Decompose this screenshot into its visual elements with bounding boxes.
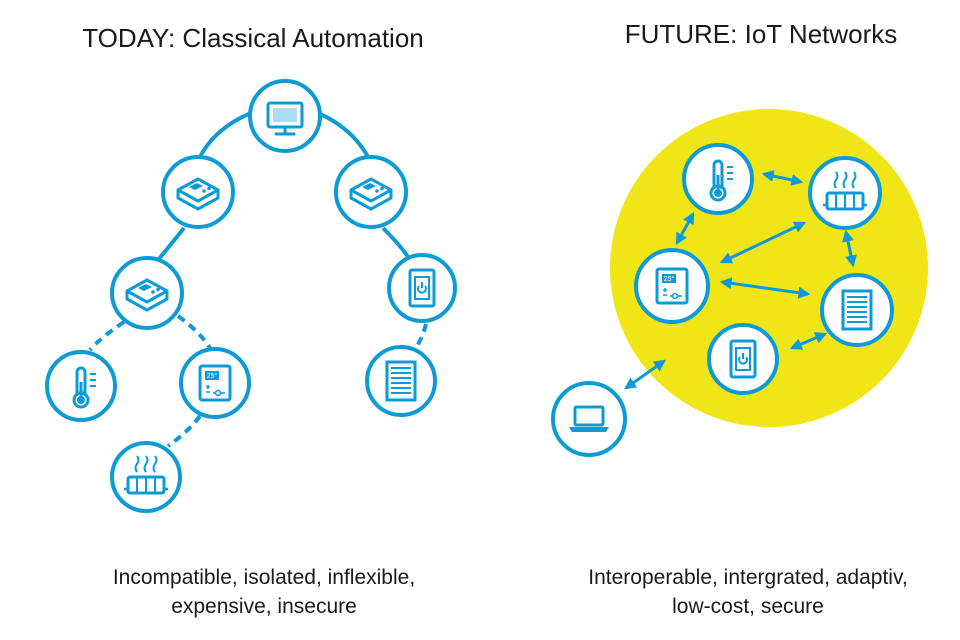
today-dashed-lower-thermometer xyxy=(88,320,126,352)
today-node-monitor xyxy=(248,79,322,153)
arrow-thermostat-blinds xyxy=(719,277,811,299)
future-diagram xyxy=(551,109,928,457)
today-dashed-switch-blinds xyxy=(412,323,428,352)
future-caption: Interoperable, intergrated, adaptiv, low… xyxy=(588,563,907,621)
arrow-thermostat-radiator xyxy=(719,221,807,264)
future-caption-line-1: Interoperable, intergrated, adaptiv, xyxy=(588,566,908,589)
today-caption-line-2: expensive, insecure xyxy=(171,595,357,618)
arrow-thermometer-thermostat xyxy=(675,211,695,246)
today-node-controller-lower xyxy=(110,256,184,330)
today-title: TODAY: Classical Automation xyxy=(82,23,424,53)
arrow-thermometer-radiator xyxy=(761,170,804,186)
today-node-thermostat xyxy=(179,347,251,419)
future-node-thermostat xyxy=(634,248,710,324)
today-dashed-lower-thermostat xyxy=(176,314,212,350)
arrow-switch-blinds xyxy=(789,332,828,350)
arrow-radiator-blinds xyxy=(842,229,857,268)
future-node-switch xyxy=(707,323,779,395)
arrow-laptop-network xyxy=(624,359,666,390)
future-node-thermometer xyxy=(682,143,754,215)
today-caption-line-1: Incompatible, isolated, inflexible, xyxy=(112,566,416,589)
future-node-radiator xyxy=(808,156,882,230)
future-caption-line-2: low-cost, secure xyxy=(672,595,824,618)
today-link-monitor-controller-right xyxy=(317,111,370,158)
today-link-controller-right-switch xyxy=(381,226,410,259)
future-node-blinds xyxy=(820,273,894,347)
future-node-laptop xyxy=(551,381,627,457)
today-node-controller-right xyxy=(334,155,408,229)
today-node-switch xyxy=(387,253,457,323)
today-node-radiator xyxy=(110,441,182,513)
today-link-monitor-controller-left xyxy=(198,111,252,158)
future-title: FUTURE: IoT Networks xyxy=(624,19,898,49)
today-node-blinds xyxy=(365,345,437,417)
today-node-controller-left xyxy=(161,155,235,229)
today-diagram xyxy=(45,79,457,513)
today-caption: Incompatible, isolated, inflexible, expe… xyxy=(113,563,415,621)
today-link-controller-left-lower xyxy=(156,226,186,262)
today-node-thermometer xyxy=(45,350,117,422)
today-dashed-thermostat-radiator xyxy=(166,414,202,448)
